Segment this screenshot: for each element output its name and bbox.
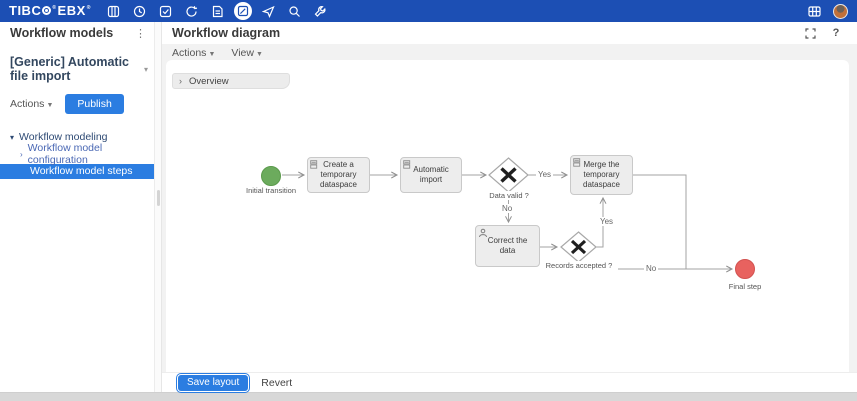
user-task-icon <box>479 228 487 238</box>
node-label: Data valid ? <box>480 191 538 200</box>
publish-button[interactable]: Publish <box>65 93 124 114</box>
node-label: Merge the temporary dataspace <box>583 160 620 189</box>
logo-text-ebx: EBX <box>57 3 86 18</box>
tree-collapsed-icon[interactable]: › <box>20 149 23 159</box>
top-navigation-bar: TIBC ®EBX® <box>0 0 857 22</box>
workflow-model-tree: ▾Workflow modeling ›Workflow model confi… <box>0 130 154 181</box>
revert-button[interactable]: Revert <box>261 376 293 389</box>
tree-item-workflow-model-steps[interactable]: Workflow model steps <box>0 163 154 179</box>
gateway-node-data-valid[interactable] <box>488 157 529 193</box>
splitter-grip[interactable] <box>157 190 160 206</box>
user-avatar[interactable] <box>833 3 848 19</box>
diagram-actions-dropdown[interactable]: Actions▼ <box>172 47 216 59</box>
registered-mark: ® <box>52 5 57 11</box>
wrench-icon[interactable] <box>311 2 330 21</box>
fullscreen-icon[interactable] <box>802 25 818 41</box>
publication-icon[interactable] <box>259 2 278 21</box>
edge-label-yes: Yes <box>536 170 554 179</box>
end-event-node[interactable] <box>735 259 755 279</box>
diagram-connectors <box>282 171 734 273</box>
node-label: Create a temporary dataspace <box>320 160 357 189</box>
logo-text-tibc: TIBC <box>9 3 42 18</box>
tasks-icon[interactable] <box>156 2 175 21</box>
chevron-down-icon: ▼ <box>255 51 263 58</box>
gateway-node-records-accepted[interactable] <box>560 231 597 263</box>
tree-item-workflow-model-configuration[interactable]: ›Workflow model configuration <box>20 142 103 166</box>
workflow-diagram: Initial transition Final step Create a t… <box>166 60 849 372</box>
sidebar-resize-splitter[interactable] <box>154 22 162 392</box>
start-event-node[interactable] <box>261 166 281 186</box>
history-icon[interactable] <box>130 2 149 21</box>
diagram-toolbar: Actions▼ View▼ <box>162 44 857 60</box>
data-model-icon[interactable] <box>208 2 227 21</box>
tree-item-workflow-modeling[interactable]: ▾Workflow modeling <box>10 131 108 143</box>
tibco-o-icon <box>42 6 52 15</box>
help-icon[interactable]: ? <box>832 27 840 39</box>
node-label: Correct the data <box>487 236 528 255</box>
workflow-icon-active[interactable] <box>233 2 252 20</box>
model-title: [Generic] Automatic file import <box>10 55 130 83</box>
node-label: Initial transition <box>245 186 297 195</box>
workflow-models-sidebar: Workflow models ⋮ [Generic] Automatic fi… <box>0 22 154 392</box>
window-bottom-strip <box>0 392 857 401</box>
script-task-icon <box>573 158 581 167</box>
kebab-menu-icon[interactable]: ⋮ <box>135 27 146 40</box>
topbar-right-group <box>805 2 848 21</box>
node-label: Records accepted ? <box>540 261 618 270</box>
task-node-merge-temporary-dataspace[interactable]: Merge the temporary dataspace <box>570 155 633 195</box>
search-icon[interactable] <box>285 2 304 21</box>
apps-grid-icon[interactable] <box>805 2 824 21</box>
sidebar-title: Workflow models <box>10 26 114 40</box>
exclusive-gateway-x-icon <box>570 239 587 255</box>
model-select-caret-icon[interactable]: ▾ <box>143 65 148 75</box>
workflow-diagram-panel: Workflow diagram ? Actions▼ View▼ › Over… <box>162 22 857 392</box>
chevron-down-icon: ▼ <box>46 101 54 109</box>
exclusive-gateway-x-icon <box>500 167 517 183</box>
tree-expand-icon[interactable]: ▾ <box>10 132 15 142</box>
script-task-icon <box>310 160 318 169</box>
overview-panel-toggle[interactable]: › Overview <box>172 73 290 89</box>
save-layout-button[interactable]: Save layout <box>178 374 249 391</box>
edge-label-yes: Yes <box>598 217 616 226</box>
dataset-icon[interactable] <box>104 2 123 21</box>
node-label: Automatic import <box>413 165 449 184</box>
task-node-create-temporary-dataspace[interactable]: Create a temporary dataspace <box>307 157 370 193</box>
node-label: Final step <box>728 282 762 291</box>
collapse-arrow-icon: › <box>179 76 182 86</box>
diagram-footer: Save layout Revert <box>162 372 857 392</box>
topbar-icon-menu <box>104 2 330 21</box>
edge-label-no: No <box>644 264 659 273</box>
diagram-view-dropdown[interactable]: View▼ <box>231 47 263 59</box>
registered-mark: ® <box>86 5 91 11</box>
task-node-automatic-import[interactable]: Automatic import <box>400 157 462 193</box>
sync-icon[interactable] <box>182 2 201 21</box>
edge-label-no: No <box>500 204 515 213</box>
tibco-ebx-logo: TIBC ®EBX® <box>9 0 92 22</box>
diagram-canvas[interactable]: › Overview <box>166 60 849 372</box>
diagram-title: Workflow diagram <box>172 26 281 40</box>
chevron-down-icon: ▼ <box>208 51 216 58</box>
task-node-correct-the-data[interactable]: Correct the data <box>475 225 540 267</box>
overview-label: Overview <box>189 75 229 87</box>
sidebar-actions-dropdown[interactable]: Actions▼ <box>10 97 54 110</box>
script-task-icon <box>403 160 411 169</box>
